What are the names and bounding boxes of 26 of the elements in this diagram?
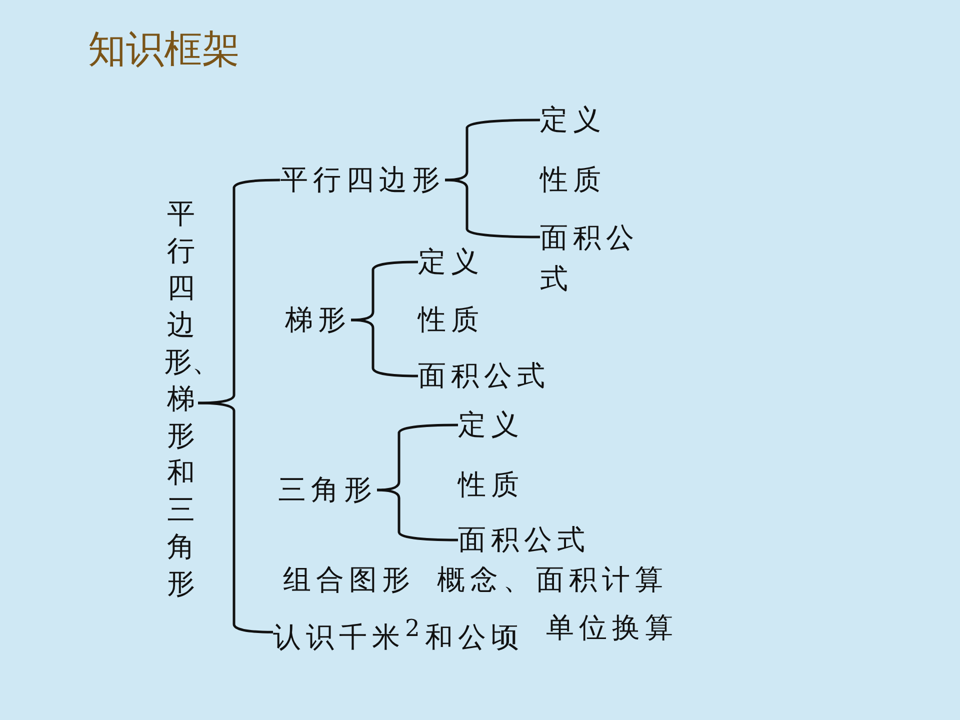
- brace-line: [376, 488, 458, 542]
- brace-line: [350, 260, 418, 322]
- brace-line: [350, 318, 418, 378]
- topic-text: 性质: [540, 163, 606, 197]
- brace-line: [444, 118, 540, 182]
- brace-line: [198, 402, 274, 634]
- topic-text: 定义: [540, 103, 606, 137]
- topic-text: 梯形: [285, 303, 351, 337]
- brace-line: [376, 424, 458, 492]
- topic-text: 定义: [458, 408, 524, 442]
- topic-text: 认识千米$^{2}$和公顷: [273, 612, 524, 654]
- topic-text: 性质: [458, 468, 524, 502]
- note-text: 概念、面积计算: [437, 563, 668, 597]
- topic-text: 三角形: [278, 473, 377, 507]
- note-text: 单位换算: [546, 610, 678, 644]
- topic-text: 面积公式: [418, 359, 550, 393]
- brace-line: [198, 178, 280, 404]
- topic-text: 平行四边形: [280, 163, 445, 197]
- topic-text: 定义: [418, 245, 484, 279]
- topic-text: 面积公式: [540, 220, 640, 297]
- topic-text: 面积公式: [458, 523, 590, 557]
- topic-text: 组合图形: [283, 563, 415, 597]
- vertical-title-text: 平行四边形、梯形和三角形: [164, 196, 198, 602]
- topic-text: 性质: [418, 303, 484, 337]
- title: 知识框架: [88, 26, 240, 72]
- brace-line: [444, 178, 540, 238]
